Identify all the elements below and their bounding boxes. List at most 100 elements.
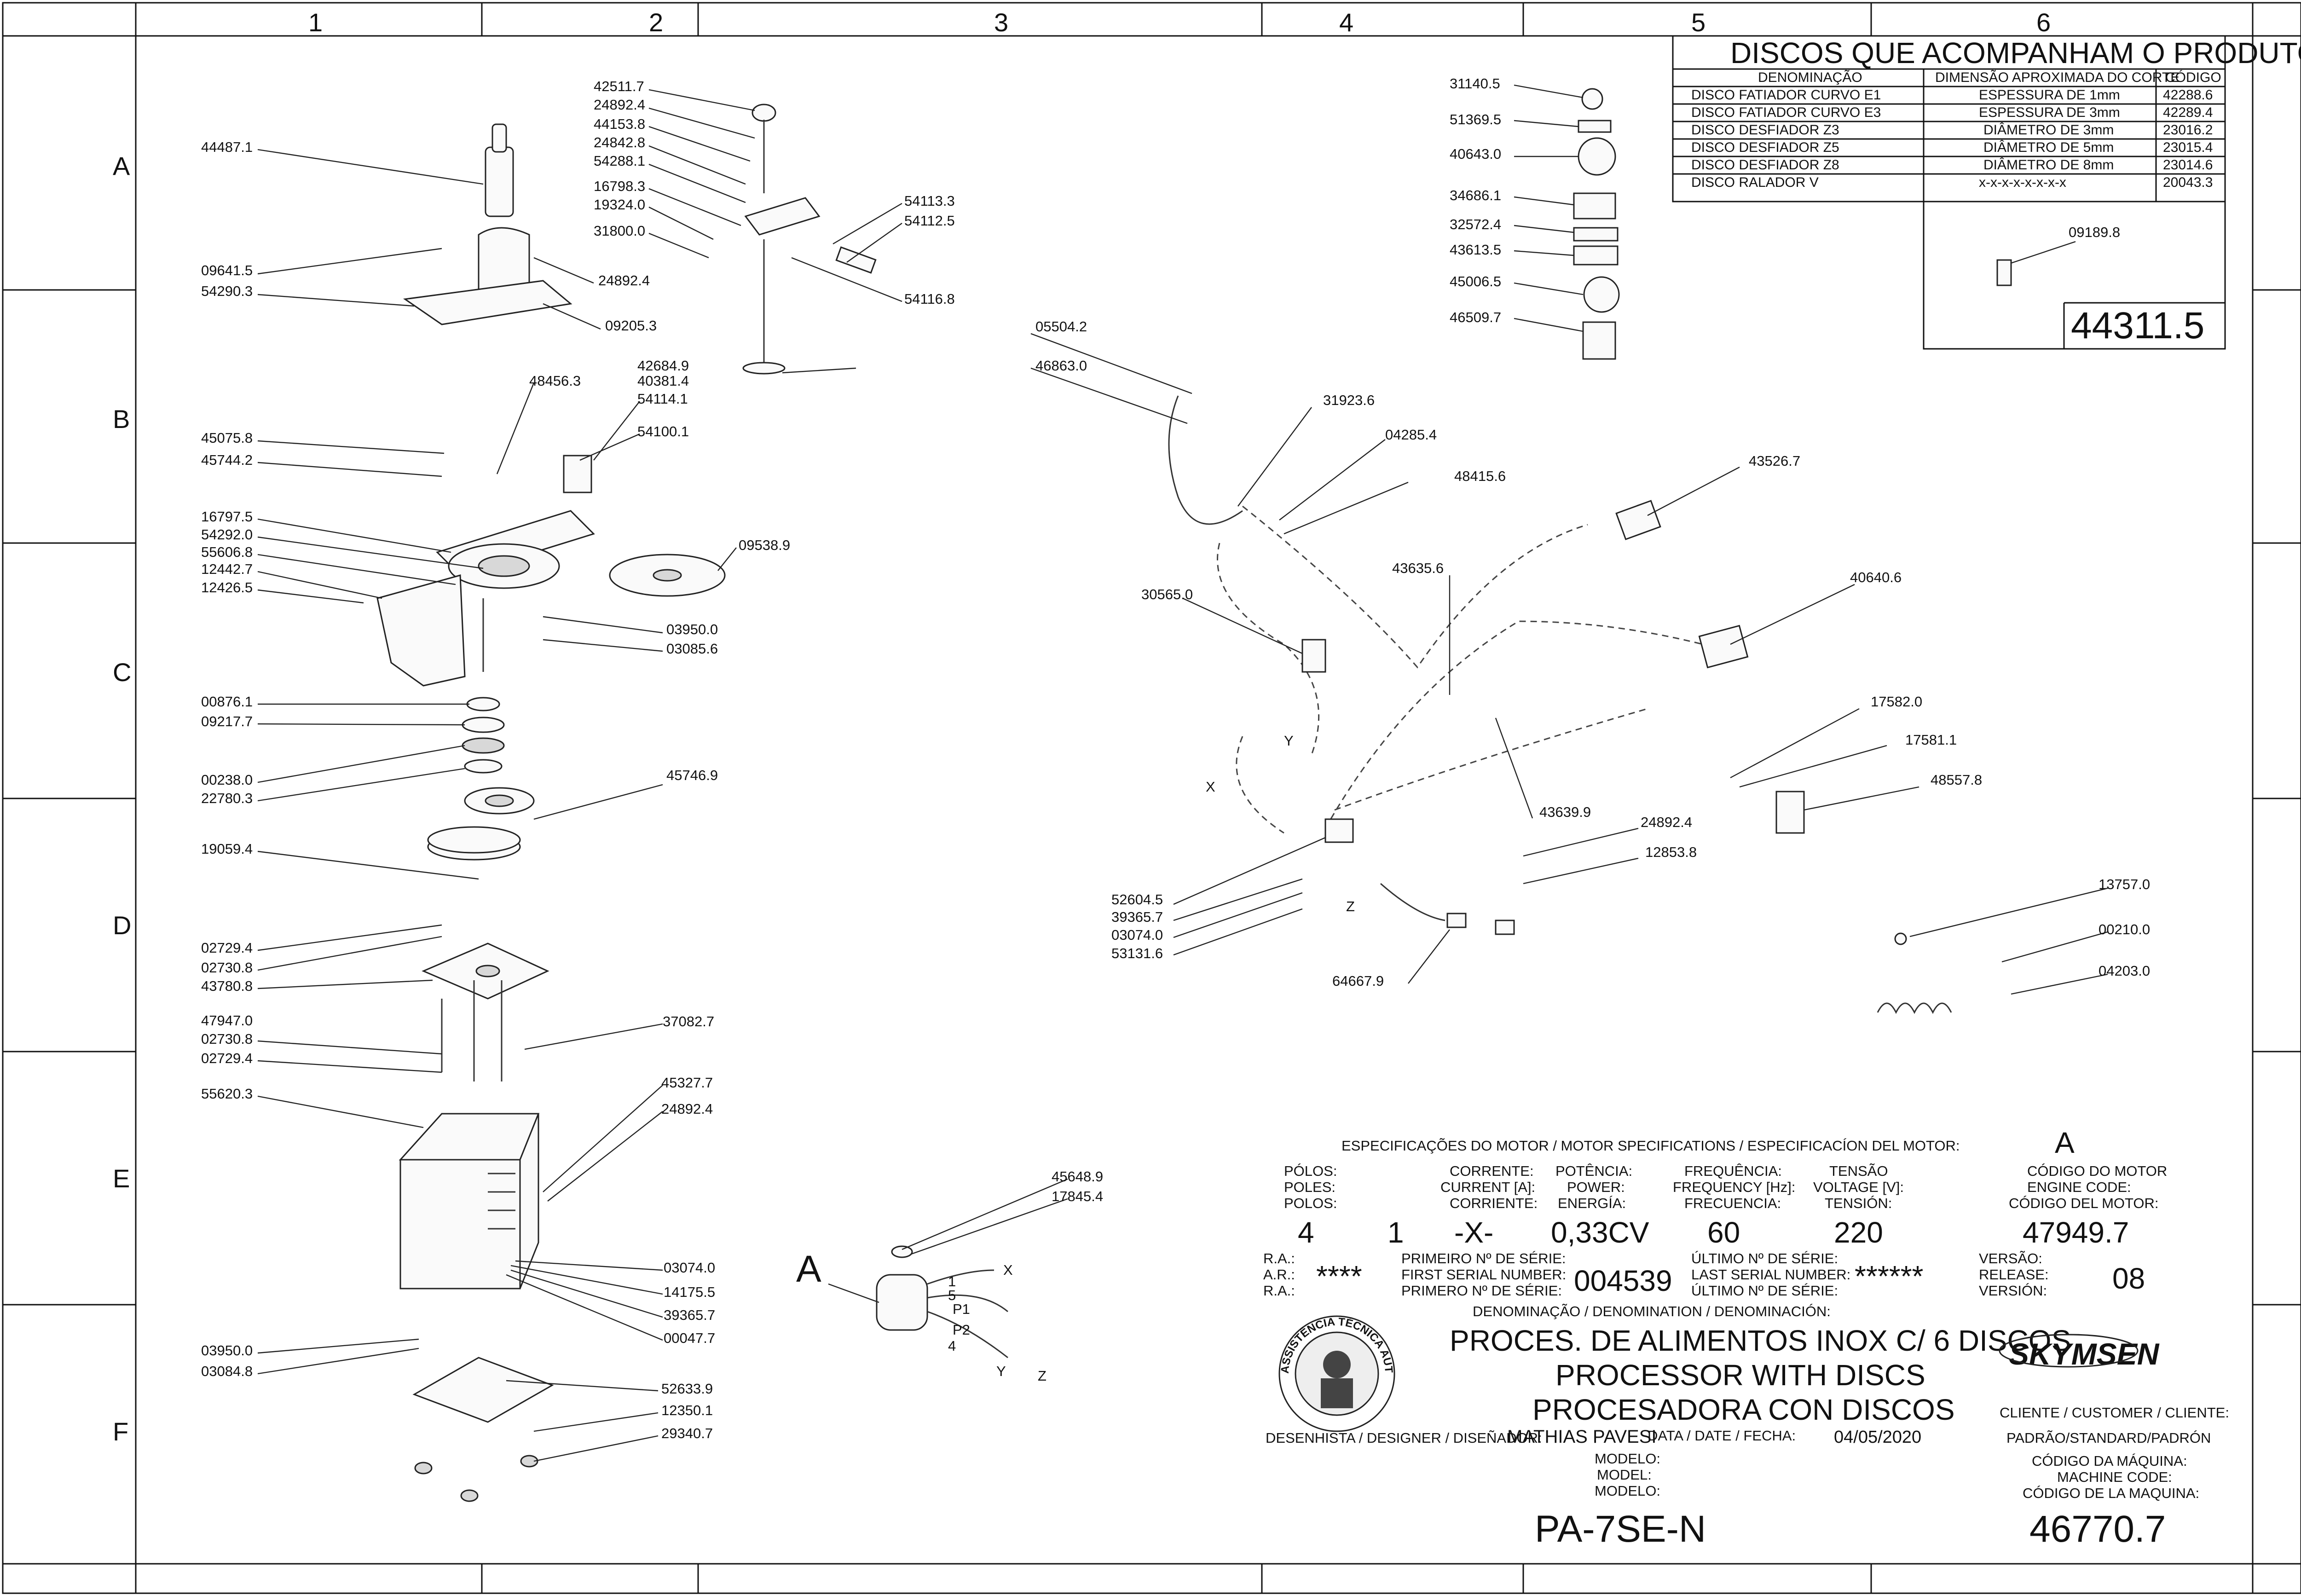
denomination-label: DENOMINAÇÃO / DENOMINATION / DENOMINACIÓ…: [1473, 1303, 1831, 1319]
callout: 02730.8: [201, 960, 253, 976]
current-label: CURRENT [A]:: [1440, 1179, 1535, 1195]
col-label-5: 5: [1691, 8, 1706, 37]
version-label: RELEASE:: [1979, 1266, 2049, 1283]
callout: 43639.9: [1539, 804, 1591, 820]
callout: 43613.5: [1450, 242, 1501, 258]
wire-label-5: 5: [948, 1287, 956, 1303]
callout: 29340.7: [661, 1425, 713, 1441]
model-label: MODEL:: [1597, 1467, 1652, 1483]
callout: 24892.4: [594, 97, 645, 113]
side-part-callout: 09189.8: [2069, 224, 2120, 240]
callout: 00876.1: [201, 694, 253, 710]
voltage-value: 220: [1834, 1216, 1883, 1249]
discs-table-cell: 42289.4: [2163, 105, 2213, 120]
discs-table-cell: DISCO FATIADOR CURVO E1: [1691, 87, 1881, 103]
brand-swoosh-icon: [1999, 1334, 2139, 1368]
wire-label-x: X: [1003, 1262, 1013, 1278]
callout: 42511.7: [594, 78, 644, 94]
callout: 54292.0: [201, 526, 253, 543]
label-stickers: [1573, 88, 1620, 360]
motor-detail-drawing: X 1 5 P1 P2 4 Y Z A: [796, 1245, 1046, 1384]
power-label: POWER:: [1567, 1179, 1625, 1195]
wire-label-p1: P1: [953, 1301, 970, 1317]
callout: 31140.5: [1450, 75, 1500, 92]
voltage-label: TENSÃO: [1829, 1163, 1888, 1179]
motor-code-label: ENGINE CODE:: [2027, 1179, 2131, 1195]
callout: 51369.5: [1450, 111, 1501, 127]
model-label: MODELO:: [1595, 1451, 1660, 1467]
callout: 03950.0: [666, 621, 718, 637]
callout: 31923.6: [1323, 392, 1375, 408]
ra-value: ****: [1316, 1260, 1362, 1293]
model-value: PA-7SE-N: [1535, 1508, 1706, 1550]
discs-table-cell: DISCO FATIADOR CURVO E3: [1691, 105, 1881, 120]
denomination-en: PROCESSOR WITH DISCS: [1555, 1359, 1925, 1392]
designer-label: DESENHISTA / DESIGNER / DISEÑADOR:: [1266, 1430, 1542, 1446]
callout: 12426.5: [201, 579, 253, 596]
callout: 52633.9: [661, 1381, 713, 1397]
callout: 04203.0: [2099, 963, 2150, 979]
model-label: MODELO:: [1595, 1483, 1660, 1499]
callout: 22780.3: [201, 790, 253, 806]
grid-labels: 1 2 3 4 5 6 A B C D E F: [113, 8, 2051, 1446]
discs-table-cell: DIÂMETRO DE 3mm: [1983, 122, 2114, 138]
version-label: VERSIÓN:: [1979, 1283, 2047, 1299]
col-label-1: 1: [308, 8, 323, 37]
callout: 16798.3: [594, 178, 645, 194]
callout: 09538.9: [739, 537, 790, 553]
wire-label-y: Y: [996, 1363, 1006, 1379]
callout: 37082.7: [663, 1013, 714, 1029]
voltage-label: VOLTAGE [V]:: [1813, 1179, 1904, 1195]
stamp-text: ASSISTÊNCIA TÉCNICA AUTORIZADA: [0, 0, 1395, 1374]
callout: 43526.7: [1749, 453, 1800, 469]
callout: 00210.0: [2099, 921, 2150, 937]
last-serial-label: ÚLTIMO Nº DE SÉRIE:: [1691, 1283, 1838, 1299]
discs-table-cell: 23016.2: [2163, 122, 2213, 138]
machine-code-label: CÓDIGO DA MÁQUINA:: [2032, 1453, 2187, 1469]
detail-label-a: A: [796, 1248, 821, 1290]
callout: 17845.4: [1052, 1188, 1103, 1204]
title-block: R.A.: A.R.: R.A.: **** PRIMEIRO Nº DE SÉ…: [0, 0, 2229, 1550]
callout: 12853.8: [1645, 844, 1697, 860]
callout: 12442.7: [201, 561, 253, 577]
callout: 03084.8: [201, 1363, 253, 1379]
harness-label-x: X: [1206, 779, 1215, 795]
callout: 04285.4: [1385, 427, 1437, 443]
harness-label-y: Y: [1284, 733, 1294, 749]
frequency-label: FREQUENCY [Hz]:: [1673, 1179, 1795, 1195]
motor-spec-header: ESPECIFICAÇÕES DO MOTOR / MOTOR SPECIFIC…: [1341, 1138, 1960, 1154]
callouts-column-1: 44487.1 09641.5 54290.3 24892.4 09205.3 …: [201, 139, 718, 1441]
last-serial-value: ******: [1855, 1260, 1923, 1293]
callout: 47947.0: [201, 1012, 253, 1029]
discs-table-title: DISCOS QUE ACOMPANHAM O PRODUTO: [1730, 36, 2301, 69]
callout: 48557.8: [1931, 772, 1982, 788]
callout: 42684.9: [637, 358, 689, 374]
date-value: 04/05/2020: [1834, 1428, 1921, 1447]
harness-label-z: Z: [1346, 898, 1355, 914]
callout: 24842.8: [594, 134, 645, 150]
callout: 54100.1: [637, 423, 689, 439]
callout: 40381.4: [637, 373, 689, 389]
motor-code-label: CÓDIGO DEL MOTOR:: [2009, 1195, 2159, 1211]
client-label: CLIENTE / CUSTOMER / CLIENTE:: [2000, 1405, 2229, 1421]
callout: 00238.0: [201, 772, 253, 788]
callout: 54116.8: [904, 291, 955, 307]
callout: 43635.6: [1392, 560, 1444, 576]
col-label-4: 4: [1339, 8, 1353, 37]
discs-table-cell: ESPESSURA DE 3mm: [1979, 105, 2120, 120]
callout: 12350.1: [661, 1402, 713, 1418]
callout: 43780.8: [201, 978, 253, 994]
first-serial-label: PRIMERO Nº DE SÉRIE:: [1401, 1283, 1562, 1299]
callout: 54288.1: [594, 153, 645, 169]
wire-label-4: 4: [948, 1338, 956, 1354]
current-label: CORRENTE:: [1450, 1163, 1534, 1179]
callout: 45327.7: [661, 1075, 713, 1091]
row-label-b: B: [113, 405, 130, 434]
wire-label-z: Z: [1038, 1368, 1046, 1384]
ra-label: R.A.:: [1263, 1250, 1295, 1266]
discs-table-cell: DIÂMETRO DE 8mm: [1983, 157, 2114, 173]
discs-table-cell: 23015.4: [2163, 140, 2213, 155]
current-value: -X-: [1454, 1216, 1493, 1249]
row-label-d: D: [113, 911, 131, 940]
poles-label: PÓLOS:: [1284, 1163, 1337, 1179]
